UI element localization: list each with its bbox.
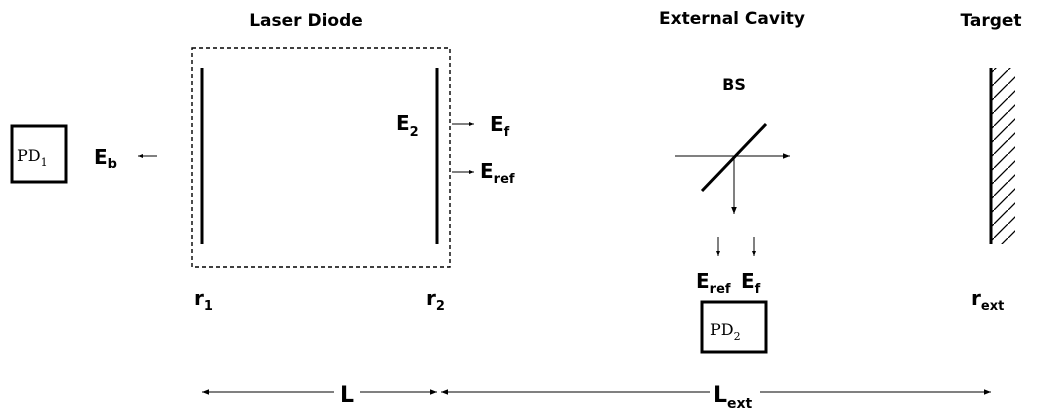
bs-label: BS <box>722 75 746 94</box>
pd2-box <box>700 300 768 354</box>
r-2-label: r2 <box>426 286 445 314</box>
laser-diode-header: Laser Diode <box>249 11 363 31</box>
r-ext-label: rext <box>971 286 1004 314</box>
e-f-bottom-label: Ef <box>741 269 761 297</box>
length-l-ext-label-bg <box>710 378 760 412</box>
pd1-box <box>10 124 68 184</box>
e-b-label: Eb <box>94 145 117 172</box>
length-l-label-bg <box>334 378 360 408</box>
r-1-label: r1 <box>194 286 213 314</box>
target-hatching <box>991 68 1015 244</box>
pd2-label: PD2 <box>710 320 741 343</box>
target-header: Target <box>960 11 1021 31</box>
external-cavity-header: External Cavity <box>659 9 805 29</box>
pd1-label: PD1 <box>17 146 48 169</box>
e-ref-bottom-label: Eref <box>696 269 731 297</box>
e-f-label: Ef <box>490 112 510 140</box>
laser-diode-box <box>191 47 451 268</box>
e-ref-label: Eref <box>480 159 515 187</box>
length-l-label: L <box>340 383 354 408</box>
e-2-label: E2 <box>396 111 419 140</box>
length-l-ext-label: Lext <box>713 383 753 412</box>
